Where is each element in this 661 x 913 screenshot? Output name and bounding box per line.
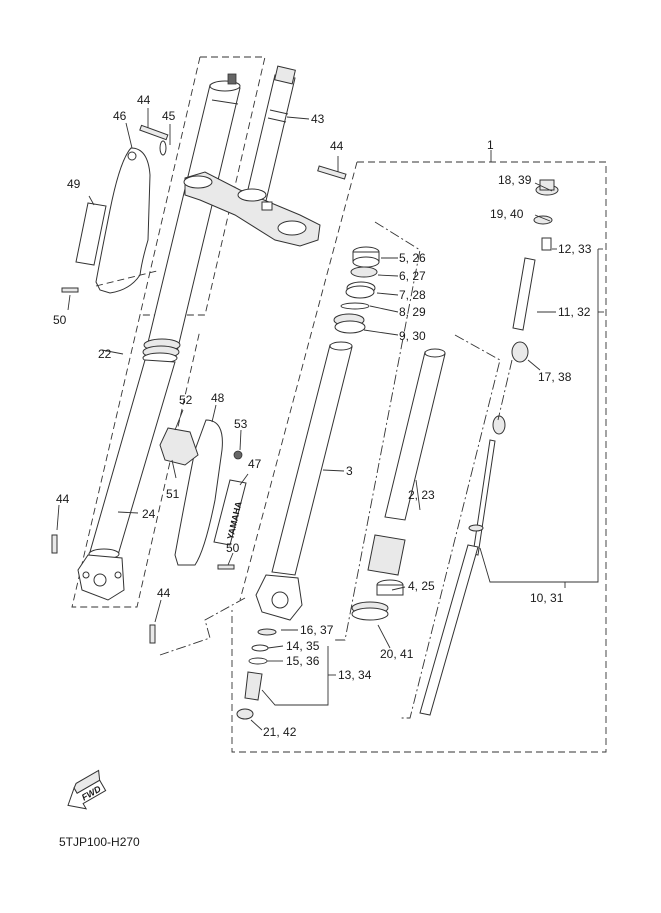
callout-24: 24: [142, 507, 156, 521]
callout-52: 52: [179, 393, 193, 407]
fwd-arrow-icon: FWD: [67, 769, 107, 810]
base-valve-parts: [236, 628, 277, 720]
callout-2-23: 2, 23: [408, 488, 435, 502]
callout-21-42: 21, 42: [263, 725, 297, 739]
damper-rod: [419, 179, 559, 716]
left-fork-group: [71, 56, 266, 608]
callout-18-39: 18, 39: [498, 173, 532, 187]
callout-17-38: 17, 38: [538, 370, 572, 384]
callout-44-left: 44: [56, 492, 70, 506]
callout-48: 48: [211, 391, 225, 405]
outer-tube-3: [255, 341, 353, 621]
callout-10-31: 10, 31: [530, 591, 564, 605]
lower-dashed-box: [71, 314, 201, 608]
yamaha-decal-47: YAMAHA: [213, 479, 247, 546]
decal-49: [75, 202, 107, 266]
steering-stem-43: [244, 65, 296, 206]
callout-50-left: 50: [53, 313, 67, 327]
assembly-box: [231, 161, 607, 753]
callout-20-41: 20, 41: [380, 647, 414, 661]
inner-tube-bracket: [400, 334, 501, 719]
callout-6-27: 6, 27: [399, 269, 426, 283]
inner-tube-2: [351, 348, 446, 621]
callout-44-bottom: 44: [157, 586, 171, 600]
callout-49: 49: [67, 177, 81, 191]
outer-tube-22: [142, 73, 241, 364]
fork-guard-48: [174, 419, 223, 566]
callout-46: 46: [113, 109, 127, 123]
callout-16-37: 16, 37: [300, 623, 334, 637]
callout-9-30: 9, 30: [399, 329, 426, 343]
callout-5-26: 5, 26: [399, 251, 426, 265]
guard-clamp-51-52: [159, 427, 199, 466]
fork-guard-46: [95, 147, 158, 294]
callout-14-35: 14, 35: [286, 639, 320, 653]
callout-43: 43: [311, 112, 325, 126]
seal-group-bracket: [335, 221, 421, 641]
callout-11-32: 11, 32: [558, 305, 591, 319]
box-edge: [239, 161, 358, 601]
inner-tube-24: [77, 359, 176, 601]
callout-47: 47: [248, 457, 262, 471]
callout-22: 22: [98, 347, 112, 361]
bolts: [51, 124, 347, 644]
leader-lines: [56, 108, 604, 731]
callout-13-34: 13, 34: [338, 668, 372, 682]
callout-4-25: 4, 25: [408, 579, 435, 593]
callout-8-29: 8, 29: [399, 305, 426, 319]
spring-axis: [497, 359, 513, 421]
drawing-code: 5TJP100-H270: [59, 835, 140, 849]
callout-51: 51: [166, 487, 180, 501]
callout-44-right: 44: [330, 139, 344, 153]
lower-bracket: [183, 171, 321, 247]
callout-53: 53: [234, 417, 248, 431]
fork-assembly-1-group: [231, 150, 607, 753]
callout-12-33: 12, 33: [558, 242, 592, 256]
callout-3: 3: [346, 464, 353, 478]
seal-stack: [333, 246, 380, 334]
callout-labels: 1 2, 23 3 4, 25 5, 26 6, 27 7, 28 8, 29 …: [53, 93, 592, 739]
callout-50-right: 50: [226, 541, 240, 555]
callout-15-36: 15, 36: [286, 654, 320, 668]
callout-19-40: 19, 40: [490, 207, 524, 221]
callout-1: 1: [487, 138, 494, 152]
callout-45: 45: [162, 109, 176, 123]
box-edge: [139, 56, 201, 316]
callout-7-28: 7, 28: [399, 288, 426, 302]
callout-44-top: 44: [137, 93, 151, 107]
